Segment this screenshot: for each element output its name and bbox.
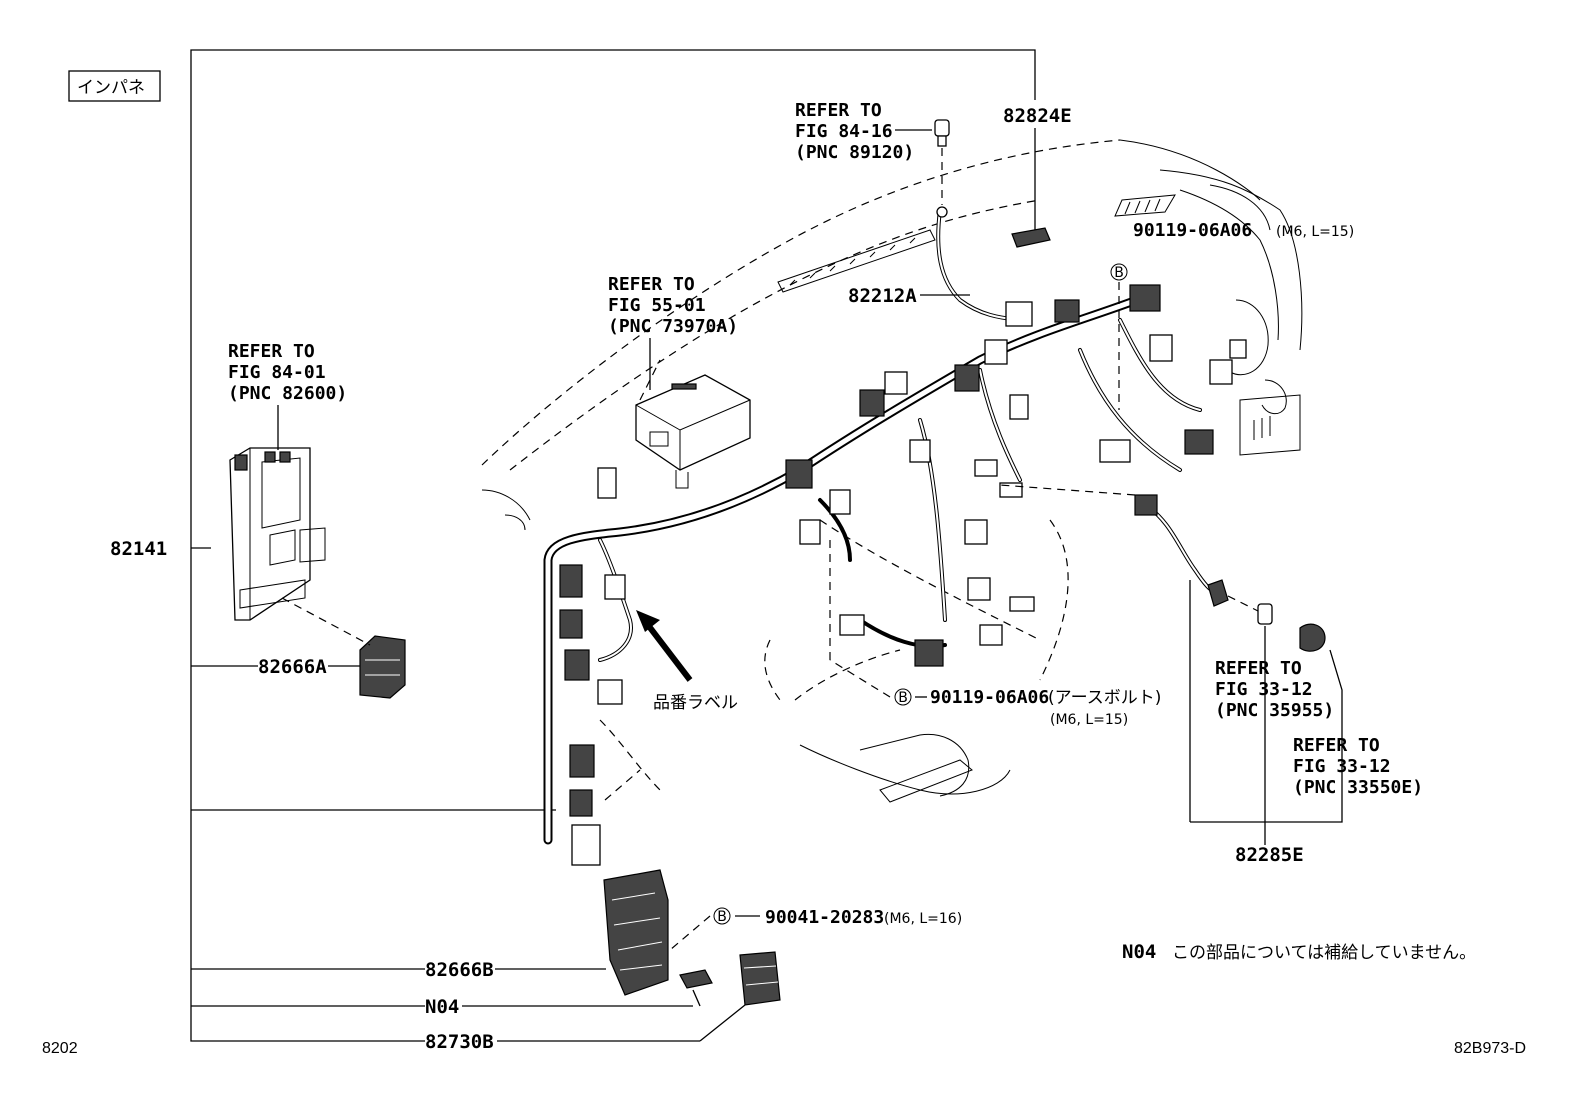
note-text: この部品については補給していません。	[1172, 943, 1476, 963]
label-N04: N04	[425, 996, 459, 1018]
label-82666A: 82666A	[258, 656, 327, 678]
section-tag-text: インパネ	[77, 78, 145, 98]
label-82730B: 82730B	[425, 1031, 494, 1053]
refer-55-01: REFER TO FIG 55-01 (PNC 73970A)	[608, 274, 738, 337]
refer-33-12-b: REFER TO FIG 33-12 (PNC 33550E)	[1293, 735, 1423, 798]
panel-part-73970A	[635, 374, 751, 489]
figure-id: 82B973-D	[1454, 1040, 1526, 1057]
svg-text:FIG 55-01: FIG 55-01	[608, 295, 706, 316]
b-marker-top: B	[1110, 263, 1128, 281]
svg-text:(PNC 89120): (PNC 89120)	[795, 142, 914, 163]
svg-text:REFER TO: REFER TO	[608, 274, 695, 295]
hinban-arrow	[636, 610, 693, 682]
note-code: N04	[1122, 941, 1156, 963]
connector-82666A	[359, 635, 406, 699]
wire-harness	[543, 208, 1247, 866]
part-N04	[679, 969, 713, 989]
svg-text:(PNC 82600): (PNC 82600)	[228, 383, 347, 404]
svg-text:FIG 33-12: FIG 33-12	[1215, 679, 1313, 700]
svg-text:REFER TO: REFER TO	[1215, 658, 1302, 679]
svg-text:REFER TO: REFER TO	[795, 100, 882, 121]
svg-text:REFER TO: REFER TO	[1293, 735, 1380, 756]
svg-text:(PNC 35955): (PNC 35955)	[1215, 700, 1334, 721]
svg-text:(PNC 33550E): (PNC 33550E)	[1293, 777, 1423, 798]
b-marker-earth: B	[894, 688, 912, 706]
bracket-frame	[190, 49, 1036, 1042]
label-bolt-top: 90119-06A06	[1133, 220, 1252, 241]
svg-text:FIG 33-12: FIG 33-12	[1293, 756, 1391, 777]
svg-text:FIG 84-16: FIG 84-16	[795, 121, 893, 142]
b-marker-bottom: B	[713, 907, 731, 925]
refer-84-16: REFER TO FIG 84-16 (PNC 89120)	[795, 100, 914, 163]
label-82141: 82141	[110, 538, 167, 560]
svg-text:REFER TO: REFER TO	[228, 341, 315, 362]
svg-text:B: B	[898, 690, 908, 706]
svg-text:FIG 84-01: FIG 84-01	[228, 362, 326, 383]
label-82285E: 82285E	[1235, 844, 1304, 866]
label-bolt-top-spec: (M6, L=15)	[1276, 224, 1354, 240]
label-bolt-earth-desc: (アースボルト)	[1048, 688, 1161, 708]
label-bolt-earth: 90119-06A06	[930, 687, 1049, 708]
dashboard-outline	[481, 139, 1303, 803]
part-82824E	[1011, 227, 1051, 248]
label-bolt-bottom-spec: (M6, L=16)	[884, 911, 962, 927]
connector-82730B	[739, 951, 781, 1006]
svg-text:B: B	[717, 909, 727, 925]
n04-note: N04 この部品については補給していません。	[1122, 941, 1476, 963]
svg-text:B: B	[1114, 265, 1124, 281]
label-bolt-bottom: 90041-20283	[765, 907, 884, 928]
junction-block-82141	[229, 447, 326, 621]
label-82824E: 82824E	[1003, 105, 1072, 127]
label-hinban: 品番ラベル	[653, 693, 738, 713]
label-82666B: 82666B	[425, 959, 494, 981]
connector-82666B	[603, 869, 669, 996]
page-code-left: 8202	[42, 1040, 78, 1057]
svg-text:(PNC 73970A): (PNC 73970A)	[608, 316, 738, 337]
label-82212A: 82212A	[848, 285, 917, 307]
sensor-89120	[934, 119, 950, 218]
leader-lines	[277, 128, 1343, 1042]
parts-right	[999, 484, 1326, 652]
refer-84-01: REFER TO FIG 84-01 (PNC 82600)	[228, 341, 347, 404]
label-bolt-earth-spec: (M6, L=15)	[1050, 712, 1128, 728]
section-tag: インパネ	[68, 70, 161, 102]
refer-33-12-a: REFER TO FIG 33-12 (PNC 35955)	[1215, 658, 1334, 721]
